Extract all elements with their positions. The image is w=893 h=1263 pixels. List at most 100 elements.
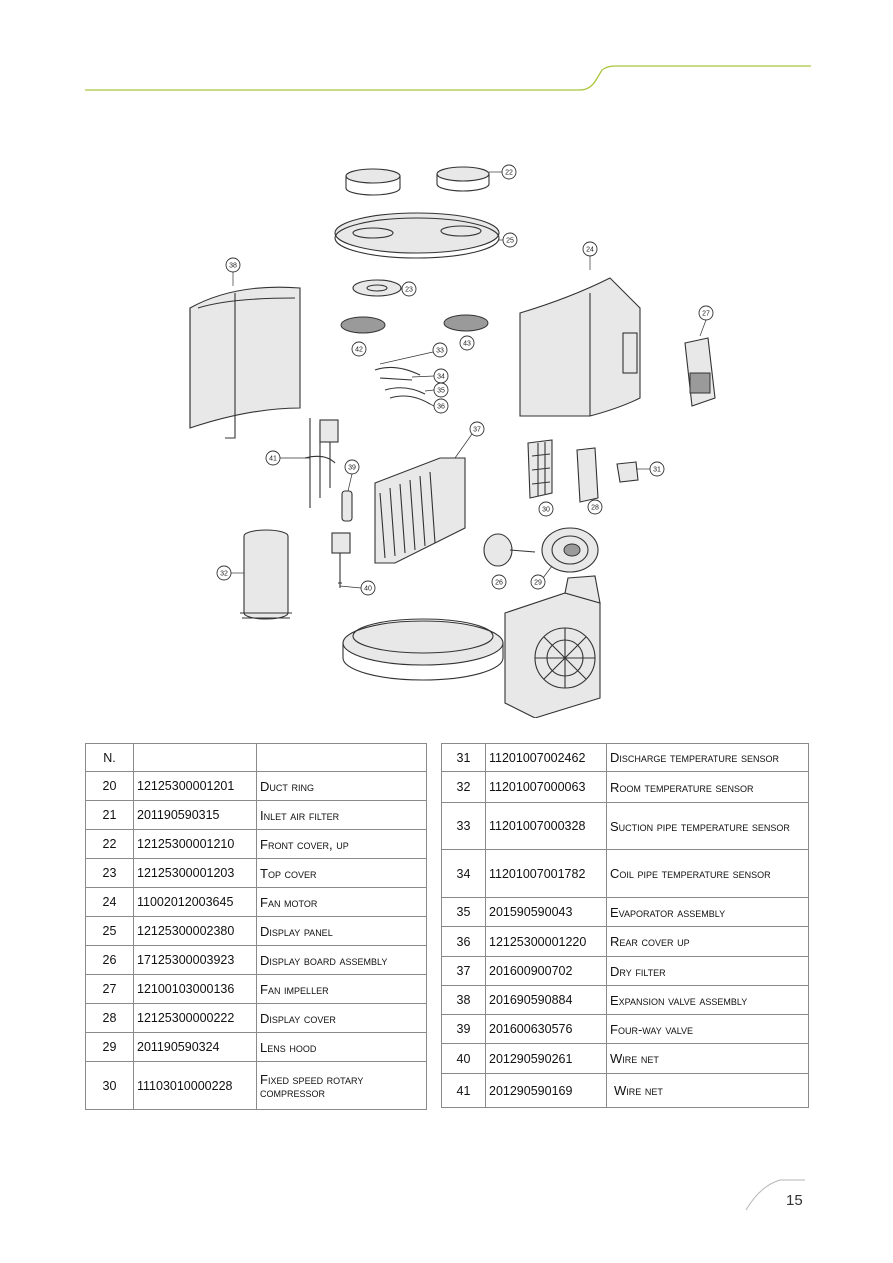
display-panel-unit <box>684 337 716 407</box>
part-description: Fan motor <box>256 887 427 917</box>
rear-cover-shell <box>189 286 301 439</box>
callout-31: 31 <box>636 461 665 477</box>
callout-42: 42 <box>351 341 367 357</box>
callout-24: 24 <box>582 241 598 270</box>
part-number: 22 <box>85 829 134 859</box>
part-code: 12125300001203 <box>133 858 257 888</box>
svg-text:22: 22 <box>505 170 513 177</box>
svg-text:39: 39 <box>348 465 356 472</box>
part-code: 11201007000063 <box>485 771 607 803</box>
part-code: 12125300001220 <box>485 926 607 957</box>
part-number: 27 <box>85 974 134 1004</box>
part-description: Lens hood <box>256 1032 427 1062</box>
fan-motor-part <box>483 533 536 567</box>
page-number: 15 <box>786 1192 803 1209</box>
callout-27: 27 <box>698 305 714 337</box>
part-description: Suction pipe temperature sensor <box>606 802 809 850</box>
table-header-row: N. <box>85 743 427 772</box>
callout-34: 34 <box>411 368 449 384</box>
base-chassis <box>342 618 504 681</box>
temperature-sensors <box>374 366 431 405</box>
callout-26: 26 <box>491 574 507 590</box>
svg-text:33: 33 <box>436 348 444 355</box>
part-description: Dry filter <box>606 956 809 986</box>
callout-28: 28 <box>587 499 603 515</box>
header-code <box>133 743 257 772</box>
part-number: 30 <box>85 1061 134 1110</box>
svg-text:23: 23 <box>405 287 413 294</box>
callout-35: 35 <box>424 382 449 398</box>
blower-housing <box>504 575 601 718</box>
wire-net-right <box>443 314 489 332</box>
part-code: 201190590324 <box>133 1032 257 1062</box>
part-code: 12125300000222 <box>133 1003 257 1033</box>
callout-41: 41 <box>265 450 310 466</box>
display-cover-plate <box>576 447 599 503</box>
svg-text:35: 35 <box>437 388 445 395</box>
part-code: 201590590043 <box>485 897 607 927</box>
expansion-valve-part <box>331 532 351 588</box>
part-description: Wire net <box>606 1073 809 1108</box>
exploded-view-diagram: 22 25 24 38 23 27 42 43 33 34 35 36 37 4… <box>189 164 716 718</box>
callout-32: 32 <box>216 565 244 581</box>
svg-text:27: 27 <box>702 311 710 318</box>
callout-39: 39 <box>344 459 360 492</box>
part-code: 201290590261 <box>485 1043 607 1074</box>
callout-37: 37 <box>454 421 485 459</box>
callout-40: 40 <box>339 580 376 596</box>
svg-text:29: 29 <box>534 580 542 587</box>
part-number: 26 <box>85 945 134 975</box>
callout-43: 43 <box>459 335 475 351</box>
lens-hood-piece <box>616 461 639 483</box>
header-accent-line <box>85 65 811 91</box>
svg-text:26: 26 <box>495 580 503 587</box>
part-description: Coil pipe temperature sensor <box>606 849 809 898</box>
svg-text:43: 43 <box>463 341 471 348</box>
svg-text:32: 32 <box>220 571 228 578</box>
svg-text:42: 42 <box>355 347 363 354</box>
part-description: Discharge temperature sensor <box>606 743 809 772</box>
svg-text:34: 34 <box>437 374 445 381</box>
filter-frame <box>527 439 553 499</box>
dry-filter-part <box>341 490 353 522</box>
four-way-valve-assembly <box>304 418 339 508</box>
evaporator-coil <box>374 457 466 564</box>
part-number: 39 <box>441 1014 486 1044</box>
part-code: 12100103000136 <box>133 974 257 1004</box>
front-cover-shell <box>519 277 641 417</box>
part-number: 41 <box>441 1073 486 1108</box>
callout-38: 38 <box>225 257 241 286</box>
part-number: 36 <box>441 926 486 957</box>
callout-30: 30 <box>538 501 554 517</box>
part-number: 32 <box>441 771 486 803</box>
callout-36: 36 <box>429 398 449 414</box>
part-code: 201290590169 <box>485 1073 607 1108</box>
part-number: 21 <box>85 800 134 830</box>
duct-ring-right <box>436 166 490 192</box>
part-description: Rear cover up <box>606 926 809 957</box>
callout-25: 25 <box>498 232 518 248</box>
svg-text:36: 36 <box>437 404 445 411</box>
part-number: 24 <box>85 887 134 917</box>
part-code: 11201007000328 <box>485 802 607 850</box>
svg-text:30: 30 <box>542 507 550 514</box>
compressor-unit <box>240 529 292 620</box>
callout-33: 33 <box>379 342 448 365</box>
part-code: 12125300002380 <box>133 916 257 946</box>
part-number: 38 <box>441 985 486 1015</box>
